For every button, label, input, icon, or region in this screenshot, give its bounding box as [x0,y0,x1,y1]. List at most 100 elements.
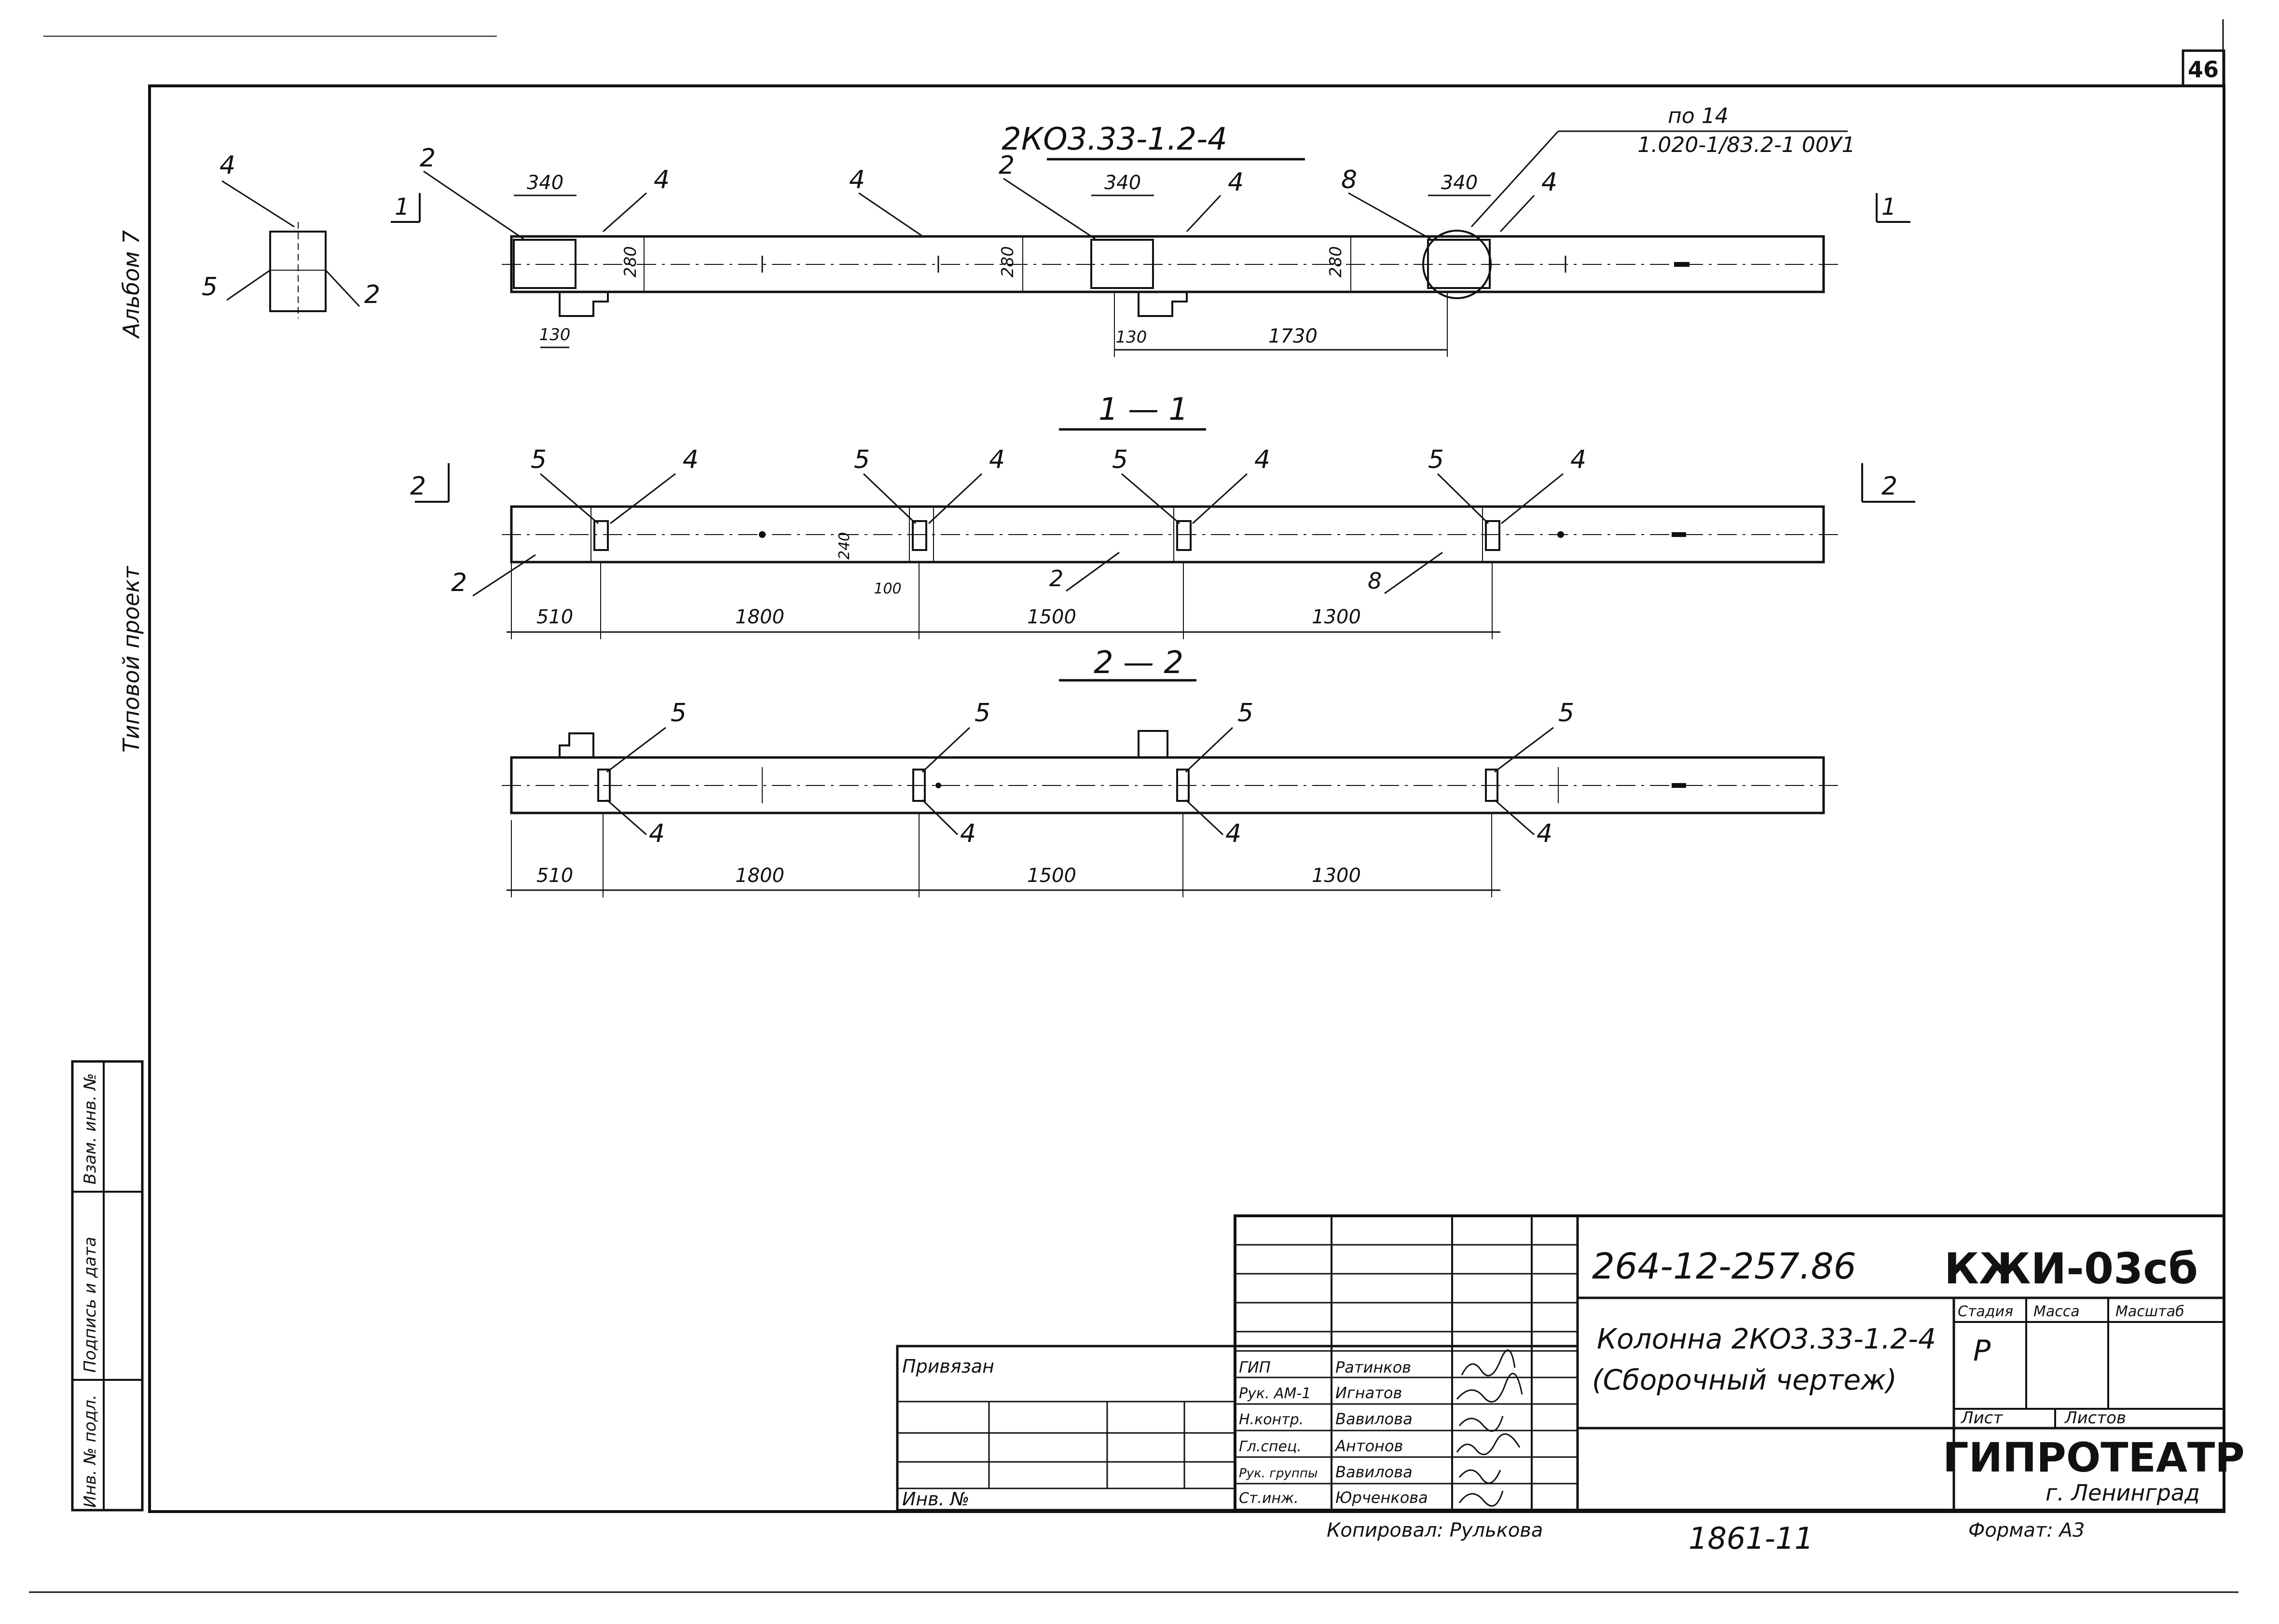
section-1-dim: 1500 [1027,606,1076,628]
tb-sheets-label: Листов [2064,1408,2126,1428]
tb-mass-header: Масса [2033,1303,2080,1320]
detail-callout: 5 [202,273,218,302]
tb-role: ГИП [1239,1358,1271,1376]
tb-doc-code: 264-12-257.86 [1592,1246,1856,1287]
section-1-callout: 5 [1112,445,1128,474]
tb-role: Н.контр. [1239,1411,1304,1428]
plan-callout: 2 [999,151,1015,180]
section-1-callout: 4 [1570,445,1586,474]
section-1-dim: 1800 [735,606,784,628]
section-1-dim: 510 [536,606,573,628]
stamp-inv-podl: Инв. № подл. [81,1394,100,1508]
tb-name-line1: Колонна 2КО3.33-1.2-4 [1597,1322,1936,1355]
plan-callout: 2 [420,144,436,173]
section-2-dim: 510 [536,865,573,887]
plan-callout: 4 [654,165,670,194]
plan-section-mark-left: 1 [395,193,410,220]
tb-stage-value: Р [1973,1334,1991,1368]
section-2-callout: 4 [649,819,665,848]
tb-name: Вавилова [1335,1463,1413,1481]
plan-reference-top: по 14 [1668,104,1729,128]
plan-reference-bottom: 1.020-1/83.2-1 00У1 [1637,133,1855,157]
tb-name: Антонов [1334,1437,1403,1455]
tb-sheet-label: Лист [1960,1408,2003,1428]
plan-dim: 280 [998,246,1017,277]
plan-dim: 340 [1441,172,1478,194]
section-1-callout: 5 [854,445,870,474]
section-1-callout: 2 [451,568,467,597]
title-block: Привязан Инв. № ГИП Рук. АМ-1 Н.контр. Г… [896,1214,2245,1556]
tb-linked: Привязан [902,1356,994,1377]
tb-role: Гл.спец. [1239,1438,1302,1455]
section-1-callout: 5 [1428,445,1444,474]
tb-org: ГИПРОТЕАТР [1943,1434,2245,1481]
left-stamp: Инв. № подл. Подпись и дата Взам. инв. № [71,1060,144,1512]
side-album: Альбом 7 [118,230,144,339]
section-1-dim-small: 240 [836,532,853,560]
section-2-callout: 5 [975,699,990,728]
tb-scale-header: Масштаб [2115,1303,2184,1320]
plan-dim: 340 [1104,172,1141,194]
section-1-callout: 2 [1049,565,1063,592]
tb-name: Юрченкова [1335,1488,1428,1507]
section-1-1: 1 — 1 2 2 5 4 5 4 5 4 5 [410,392,1915,639]
stamp-vzam-inv: Взам. инв. № [81,1073,100,1184]
section-2-callout: 4 [1225,819,1241,848]
sheet-frame [148,84,2225,1513]
plan-dim: 280 [1326,246,1345,277]
section-2-callout: 5 [1558,699,1574,728]
plan-title: 2КО3.33-1.2-4 [1002,122,1227,157]
tb-format: Формат: А3 [1968,1519,2085,1541]
section-2-callout: 5 [671,699,686,728]
section-2-callout: 4 [1537,819,1552,848]
plan-dim: 130 [1116,328,1147,347]
tb-role: Ст.инж. [1239,1490,1299,1507]
section-2-dim: 1300 [1312,865,1361,887]
section-2-dim: 1800 [735,865,784,887]
plan-dim: 1730 [1268,325,1318,347]
tb-name: Игнатов [1335,1384,1402,1402]
plan-section-mark-right: 1 [1881,193,1896,220]
section-1-mark-right: 2 [1881,472,1897,501]
tb-role: Рук. группы [1239,1466,1318,1481]
section-1-callout: 4 [683,445,699,474]
page-number: 46 [2188,56,2219,83]
tb-city: г. Ленинград [2046,1480,2200,1506]
section-1-dim: 1300 [1312,606,1361,628]
section-1-title: 1 — 1 [1098,392,1188,427]
tb-name-line2: (Сборочный чертеж) [1592,1363,1897,1396]
plan-dim: 340 [527,172,563,194]
plan-dim: 130 [539,325,571,344]
detail-callout: 2 [364,280,380,309]
signatures [1456,1349,1523,1507]
section-1-dim-small: 100 [874,580,901,597]
section-1-callout: 4 [989,445,1005,474]
section-2-title: 2 — 2 [1094,645,1183,681]
tb-doc-mark: КЖИ-03сб [1944,1244,2198,1294]
plan-callout: 8 [1341,165,1357,194]
plan-callout: 4 [1541,168,1557,197]
plan-callout: 4 [1228,168,1244,197]
tb-inv: Инв. № [902,1488,969,1510]
section-2-dim: 1500 [1027,865,1076,887]
section-1-callout: 8 [1368,568,1382,594]
section-2-2: 2 — 2 5 5 5 5 4 4 4 4 [502,645,1838,897]
detail-callout: 4 [220,151,235,180]
section-1-callout: 5 [531,445,547,474]
side-project: Типовой проект [118,566,144,753]
section-1-mark-left: 2 [410,472,426,501]
section-2-callout: 5 [1237,699,1253,728]
stamp-signature-date: Подпись и дата [81,1237,100,1373]
tb-name: Ратинков [1335,1358,1411,1376]
tb-stage-header: Стадия [1958,1303,2013,1320]
plan-dim: 280 [621,246,640,277]
tb-role: Рук. АМ-1 [1239,1385,1311,1402]
plan-callout: 4 [849,165,865,194]
tb-bottom-code: 1861-11 [1689,1521,1813,1556]
page-number-box [2182,49,2225,87]
tb-name: Вавилова [1335,1410,1413,1428]
plan-detail: 4 5 2 [202,151,380,318]
tb-copied: Копировал: Рулькова [1327,1519,1543,1541]
section-2-callout: 4 [960,819,976,848]
